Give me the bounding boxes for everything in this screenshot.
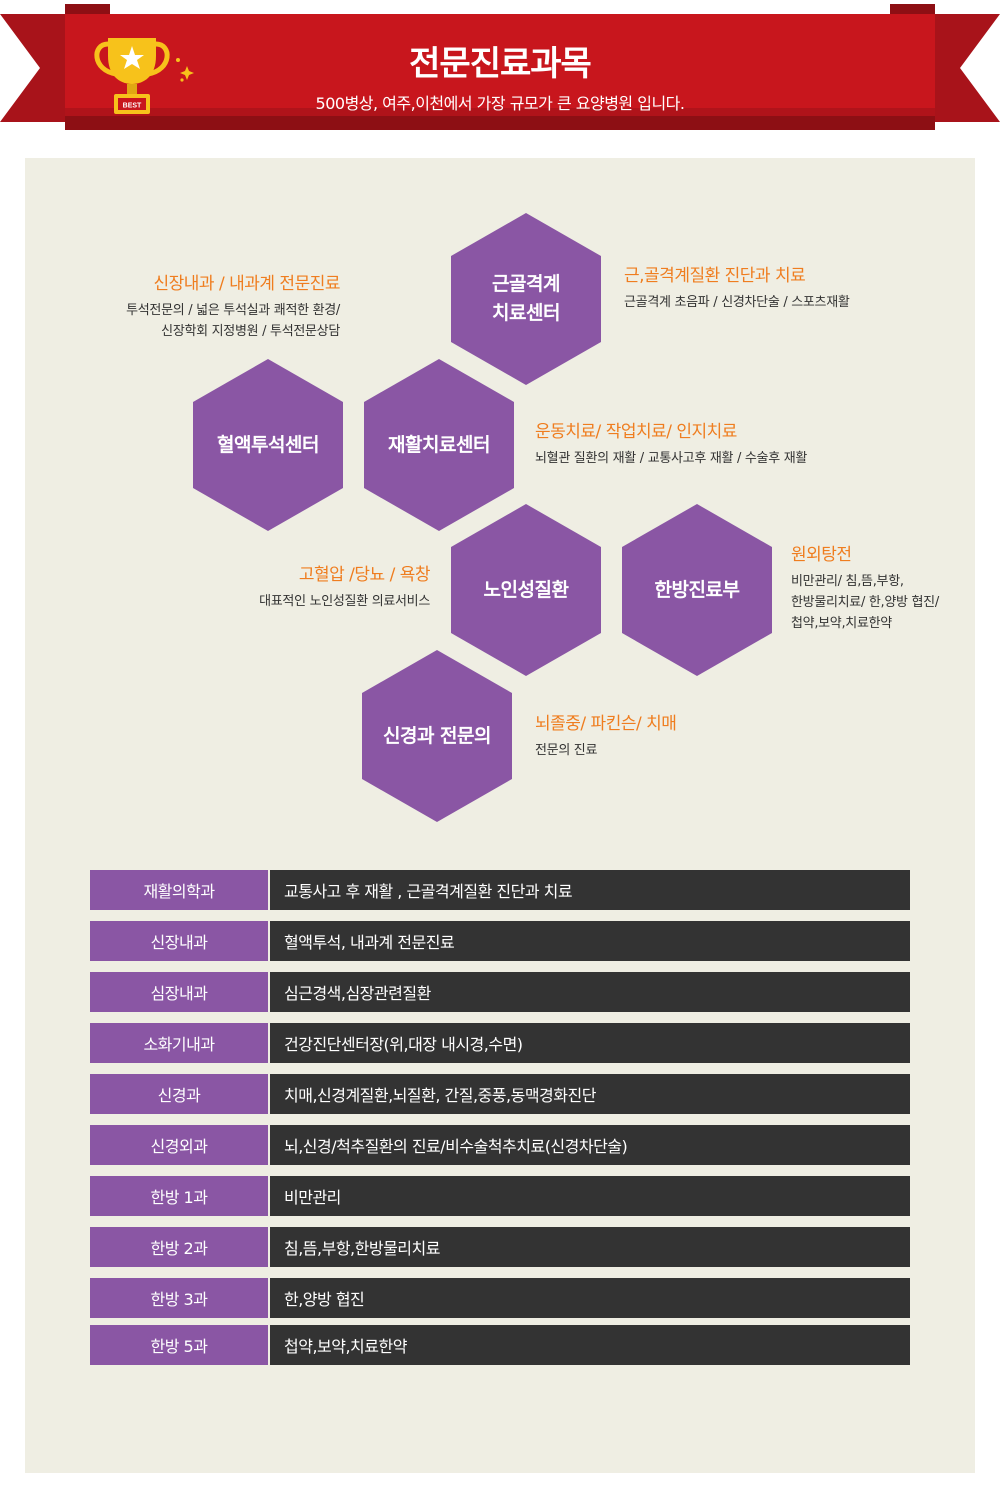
hex-label: 신경과 전문의 [383,724,492,747]
department-name: 한방 5과 [90,1325,268,1365]
page-title: 전문진료과목 [409,44,592,84]
hexagon-icon [451,504,601,676]
table-row: 신경과 치매,신경계질환,뇌질환, 간질,중풍,동맥경화진단 [90,1074,910,1114]
desc-heading: 근,골격계질환 진단과 치료 [624,266,806,286]
ribbon-shape-icon [0,4,1000,130]
department-desc: 심근경색,심장관련질환 [270,972,910,1012]
desc-body: 투석전문의 / 넓은 투석실과 쾌적한 환경/ 신장학회 지정병원 / 투석전문… [126,303,340,339]
table-row: 심장내과 심근경색,심장관련질환 [90,972,910,1012]
desc-body: 비만관리/ 침,뜸,부항, 한방물리치료/ 한,양방 협진/ 첩약,보약,치료한… [791,574,939,631]
department-desc: 한,양방 협진 [270,1278,910,1318]
desc-body: 대표적인 노인성질환 의료서비스 [259,594,430,609]
department-name: 한방 3과 [90,1278,268,1318]
department-name: 소화기내과 [90,1023,268,1063]
hex-rehab-center: 재활치료센터 [364,359,514,531]
table-row: 한방 1과 비만관리 [90,1176,910,1216]
hex-label: 근골격계 치료센터 [492,273,560,324]
department-desc: 치매,신경계질환,뇌질환, 간질,중풍,동맥경화진단 [270,1074,910,1114]
department-desc: 비만관리 [270,1176,910,1216]
desc-neurology: 뇌졸중/ 파킨슨/ 치매 전문의 진료 [535,712,677,761]
department-name: 한방 1과 [90,1176,268,1216]
table-row: 신장내과 혈액투석, 내과계 전문진료 [90,921,910,961]
department-desc: 뇌,신경/척추질환의 진료/비수술척추치료(신경차단술) [270,1125,910,1165]
hexagon-icon [364,359,514,531]
desc-body: 전문의 진료 [535,743,598,758]
department-desc: 침,뜸,부항,한방물리치료 [270,1227,910,1267]
department-desc: 교통사고 후 재활 , 근골격계질환 진단과 치료 [270,870,910,910]
hexagon-icon [451,213,601,385]
hex-label: 한방진료부 [654,578,740,601]
desc-body: 뇌혈관 질환의 재활 / 교통사고후 재활 / 수술후 재활 [535,451,808,466]
desc-oriental-medicine: 원외탕전 비만관리/ 침,뜸,부항, 한방물리치료/ 한,양방 협진/ 첩약,보… [791,543,939,634]
desc-heading: 원외탕전 [791,545,852,565]
desc-heading: 뇌졸중/ 파킨슨/ 치매 [535,714,677,734]
hex-neurology: 신경과 전문의 [362,650,512,822]
department-desc: 첩약,보약,치료한약 [270,1325,910,1365]
specialty-panel: 근골격계 치료센터 혈액투석센터 재활치료센터 노인성질환 한방진료부 신경과 … [25,158,975,1473]
desc-dialysis: 신장내과 / 내과계 전문진료 투석전문의 / 넓은 투석실과 쾌적한 환경/ … [60,272,340,342]
table-row: 신경외과 뇌,신경/척추질환의 진료/비수술척추치료(신경차단술) [90,1125,910,1165]
hexagon-icon [622,504,772,676]
desc-musculoskeletal: 근,골격계질환 진단과 치료 근골격계 초음파 / 신경차단술 / 스포츠재활 [624,264,850,313]
desc-heading: 운동치료/ 작업치료/ 인지치료 [535,422,737,442]
table-row: 한방 2과 침,뜸,부항,한방물리치료 [90,1227,910,1267]
hex-oriental-medicine: 한방진료부 [622,504,772,676]
trophy-icon: BEST [94,38,194,114]
title-ribbon: BEST 전문진료과목 500병상, 여주,이천에서 가장 규모가 큰 요양병원… [0,0,1000,140]
table-row: 한방 3과 한,양방 협진 [90,1278,910,1318]
table-row: 한방 5과 첩약,보약,치료한약 [90,1325,910,1365]
department-name: 신경외과 [90,1125,268,1165]
table-row: 재활의학과 교통사고 후 재활 , 근골격계질환 진단과 치료 [90,870,910,910]
hex-label: 재활치료센터 [388,433,490,456]
department-name: 한방 2과 [90,1227,268,1267]
hexagon-icon [193,359,343,531]
department-name: 재활의학과 [90,870,268,910]
trophy-badge-text: BEST [123,103,142,110]
desc-body: 근골격계 초음파 / 신경차단술 / 스포츠재활 [624,295,850,310]
hex-dialysis-center: 혈액투석센터 [193,359,343,531]
department-name: 신경과 [90,1074,268,1114]
hex-label: 노인성질환 [483,578,569,601]
table-row: 소화기내과 건강진단센터장(위,대장 내시경,수면) [90,1023,910,1063]
department-desc: 혈액투석, 내과계 전문진료 [270,921,910,961]
desc-heading: 신장내과 / 내과계 전문진료 [153,274,341,294]
department-name: 신장내과 [90,921,268,961]
hex-musculoskeletal-center: 근골격계 치료센터 [451,213,601,385]
department-name: 심장내과 [90,972,268,1012]
page-subtitle: 500병상, 여주,이천에서 가장 규모가 큰 요양병원 입니다. [315,94,685,113]
hex-label: 혈액투석센터 [217,433,319,456]
department-desc: 건강진단센터장(위,대장 내시경,수면) [270,1023,910,1063]
hexagon-icon [362,650,512,822]
desc-geriatric: 고혈압 /당뇨 / 욕창 대표적인 노인성질환 의료서비스 [175,563,430,612]
desc-rehab: 운동치료/ 작업치료/ 인지치료 뇌혈관 질환의 재활 / 교통사고후 재활 /… [535,420,807,469]
hex-geriatric: 노인성질환 [451,504,601,676]
desc-heading: 고혈압 /당뇨 / 욕창 [298,565,431,585]
